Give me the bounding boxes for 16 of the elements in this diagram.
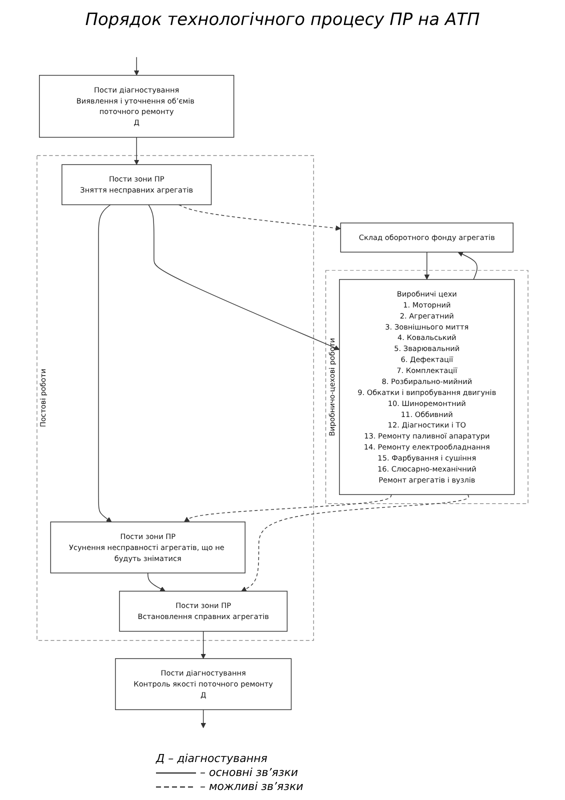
arrow (148, 572, 166, 592)
arrow (178, 204, 341, 231)
arrow (200, 630, 206, 659)
arrow (184, 494, 392, 522)
diagram-title: Порядок технологічного процесу ПР на АТП (85, 10, 480, 30)
legend-text: – основні зв’язки (200, 766, 298, 779)
note-text: Д – діагностування (156, 752, 268, 765)
legend-text: – можливі зв’язки (200, 780, 304, 793)
arrow (241, 494, 470, 592)
arrow (424, 252, 430, 280)
arrow (148, 204, 340, 350)
arrow (200, 709, 206, 728)
arrow (134, 136, 140, 165)
arrow (134, 56, 140, 76)
arrow (98, 204, 112, 522)
arrow (458, 252, 478, 280)
